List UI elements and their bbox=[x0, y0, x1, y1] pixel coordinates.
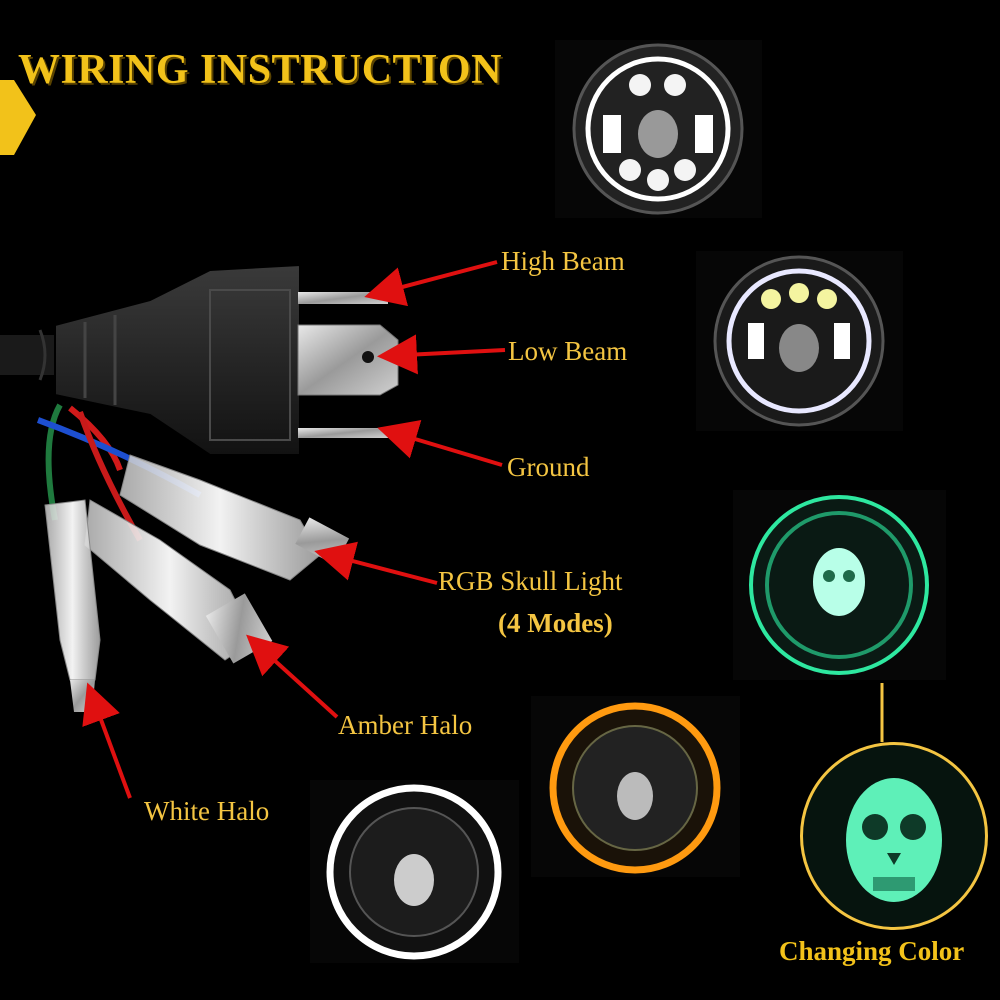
arrow-ground bbox=[377, 420, 503, 467]
headlight-amber-halo-photo bbox=[531, 696, 740, 877]
headlight-high-beam-photo bbox=[555, 40, 762, 218]
changing-color-skull-callout bbox=[800, 742, 988, 930]
indicator-arrows bbox=[82, 260, 506, 799]
arrow-low-beam bbox=[377, 334, 506, 375]
label-low-beam: Low Beam bbox=[508, 336, 628, 366]
label-white-halo: White Halo bbox=[144, 796, 270, 826]
plug-housing bbox=[54, 263, 301, 456]
title-chevron-icon bbox=[0, 80, 36, 155]
headlight-white-halo-photo bbox=[310, 780, 519, 963]
arrow-amber-halo bbox=[246, 634, 339, 719]
arrow-high-beam bbox=[364, 260, 498, 307]
page-title: WIRING INSTRUCTION bbox=[18, 47, 502, 93]
label-amber-halo: Amber Halo bbox=[338, 710, 473, 740]
main-cable bbox=[0, 327, 65, 383]
low-beam-prong bbox=[297, 324, 399, 396]
label-high-beam: High Beam bbox=[501, 246, 625, 276]
ground-prong bbox=[298, 428, 388, 438]
arrow-rgb-skull bbox=[314, 541, 438, 585]
headlight-rgb-skull-photo bbox=[733, 490, 946, 680]
headlight-low-beam-photo bbox=[696, 251, 903, 431]
label-ground: Ground bbox=[507, 452, 590, 482]
label-rgb-modes: (4 Modes) bbox=[498, 608, 613, 638]
label-rgb-skull: RGB Skull Light bbox=[438, 566, 623, 596]
label-changing-color: Changing Color bbox=[779, 936, 965, 966]
arrow-white-halo bbox=[82, 682, 132, 799]
